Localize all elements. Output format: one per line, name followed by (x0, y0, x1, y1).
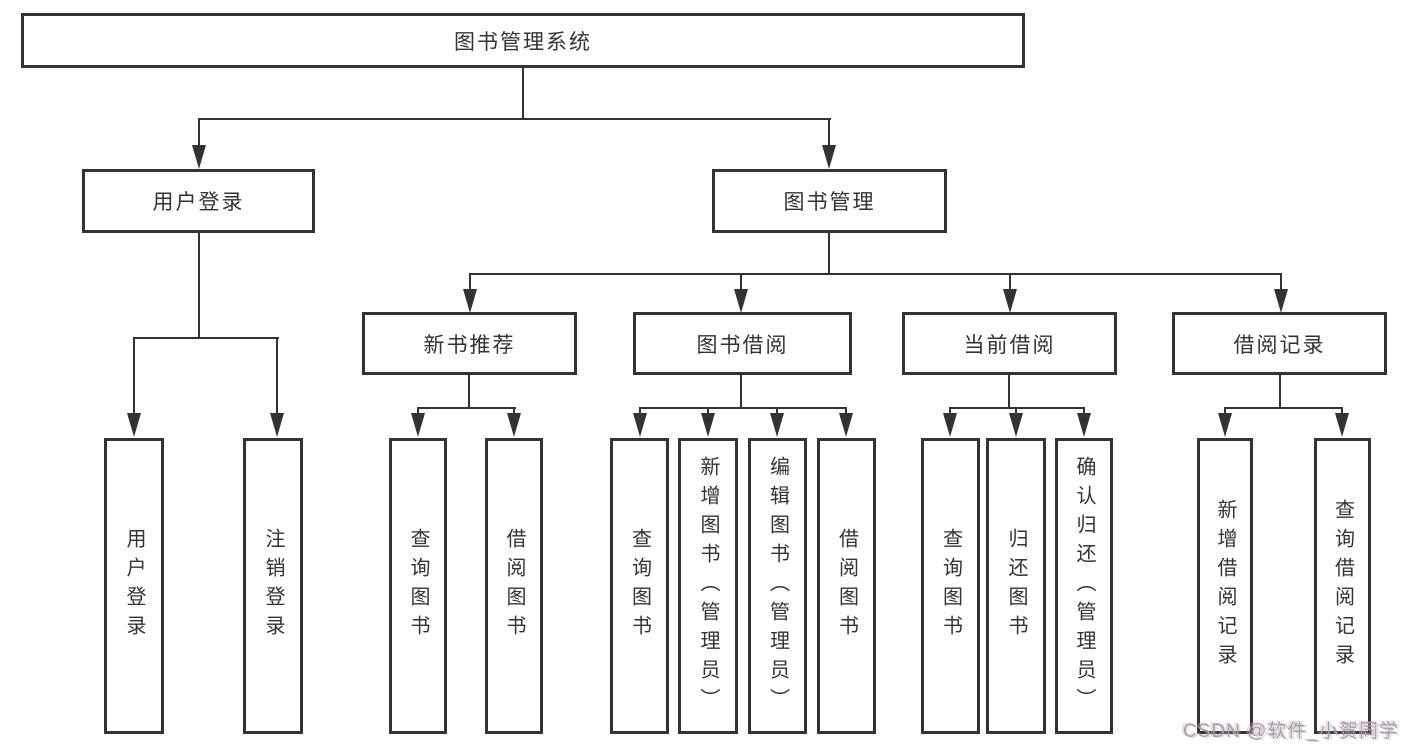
connector-drop-book-borrow (740, 273, 742, 293)
arrowhead (1218, 413, 1232, 437)
connector-cluster-d-hbar (1224, 407, 1343, 409)
connector-drop (639, 407, 641, 416)
arrowhead (1009, 413, 1023, 437)
leaf-add-borrow-record: 新增借阅记录 (1197, 438, 1253, 734)
connector-drop-book-management (828, 118, 830, 148)
connector-book-management-hbar (469, 273, 1282, 275)
arrowhead (127, 413, 141, 437)
leaf-confirm-return-admin: 确认归还（管理员） (1055, 438, 1113, 734)
connector-drop-new-books (469, 273, 471, 293)
leaf-query-books-borrowing: 查询图书 (610, 438, 669, 734)
node-book-borrowing: 图书借阅 (633, 312, 852, 375)
leaf-logout: 注销登录 (243, 438, 303, 734)
connector-cluster-c-stem (1008, 373, 1010, 409)
connector-drop (707, 407, 709, 416)
arrowhead (192, 145, 206, 169)
connector-book-management-stem (828, 231, 830, 274)
connector-user-login-hbar (133, 337, 279, 339)
connector-drop (1083, 407, 1085, 416)
node-current-borrowing: 当前借阅 (902, 312, 1117, 375)
arrowhead (270, 413, 284, 437)
connector-drop (1341, 407, 1343, 416)
leaf-return-books: 归还图书 (986, 438, 1046, 734)
connector-cluster-d-stem (1279, 373, 1281, 409)
connector-drop (1224, 407, 1226, 416)
connector-root-hbar (199, 118, 831, 120)
leaf-edit-books-admin: 编辑图书（管理员） (748, 438, 807, 734)
arrowhead (839, 413, 853, 437)
csdn-watermark-text: CSDN @软件_小贺同学 (1183, 721, 1399, 742)
node-root-book-management-system: 图书管理系统 (21, 13, 1025, 68)
connector-drop-leaf-logout (276, 337, 278, 416)
leaf-query-books-recommend: 查询图书 (389, 438, 447, 734)
connector-user-login-stem (198, 231, 200, 338)
connector-drop-borrow-records (1280, 273, 1282, 293)
connector-cluster-c-hbar (949, 407, 1085, 409)
connector-drop (513, 407, 515, 416)
node-user-login: 用户登录 (82, 169, 315, 233)
leaf-borrow-books-recommend: 借阅图书 (485, 438, 543, 734)
connector-drop-user-login (198, 118, 200, 148)
arrowhead (1335, 413, 1349, 437)
node-borrowing-records: 借阅记录 (1172, 312, 1387, 375)
connector-root-stem (522, 66, 524, 120)
arrowhead (943, 413, 957, 437)
leaf-borrow-books: 借阅图书 (817, 438, 876, 734)
leaf-add-books-admin: 新增图书（管理员） (678, 438, 738, 734)
connector-cluster-b-hbar (639, 407, 847, 409)
leaf-query-borrow-record: 查询借阅记录 (1314, 438, 1371, 734)
connector-drop (417, 407, 419, 416)
arrowhead (770, 413, 784, 437)
arrowhead (463, 289, 477, 313)
leaf-query-books-current: 查询图书 (921, 438, 980, 734)
connector-cluster-b-stem (740, 373, 742, 409)
arrowhead (1077, 413, 1091, 437)
arrowhead (701, 413, 715, 437)
arrowhead (1003, 289, 1017, 313)
arrowhead (1274, 289, 1288, 313)
connector-drop (776, 407, 778, 416)
arrowhead (734, 289, 748, 313)
arrowhead (822, 145, 836, 169)
connector-drop (949, 407, 951, 416)
connector-drop (1015, 407, 1017, 416)
arrowhead (633, 413, 647, 437)
arrowhead (507, 413, 521, 437)
connector-drop-leaf-login (133, 337, 135, 416)
node-book-management: 图书管理 (712, 169, 947, 233)
arrowhead (411, 413, 425, 437)
leaf-user-login: 用户登录 (104, 438, 164, 734)
node-new-book-recommend: 新书推荐 (362, 312, 577, 375)
connector-cluster-a-stem (468, 373, 470, 409)
connector-cluster-a-hbar (417, 407, 516, 409)
connector-drop-current-borrow (1009, 273, 1011, 293)
connector-drop (845, 407, 847, 416)
